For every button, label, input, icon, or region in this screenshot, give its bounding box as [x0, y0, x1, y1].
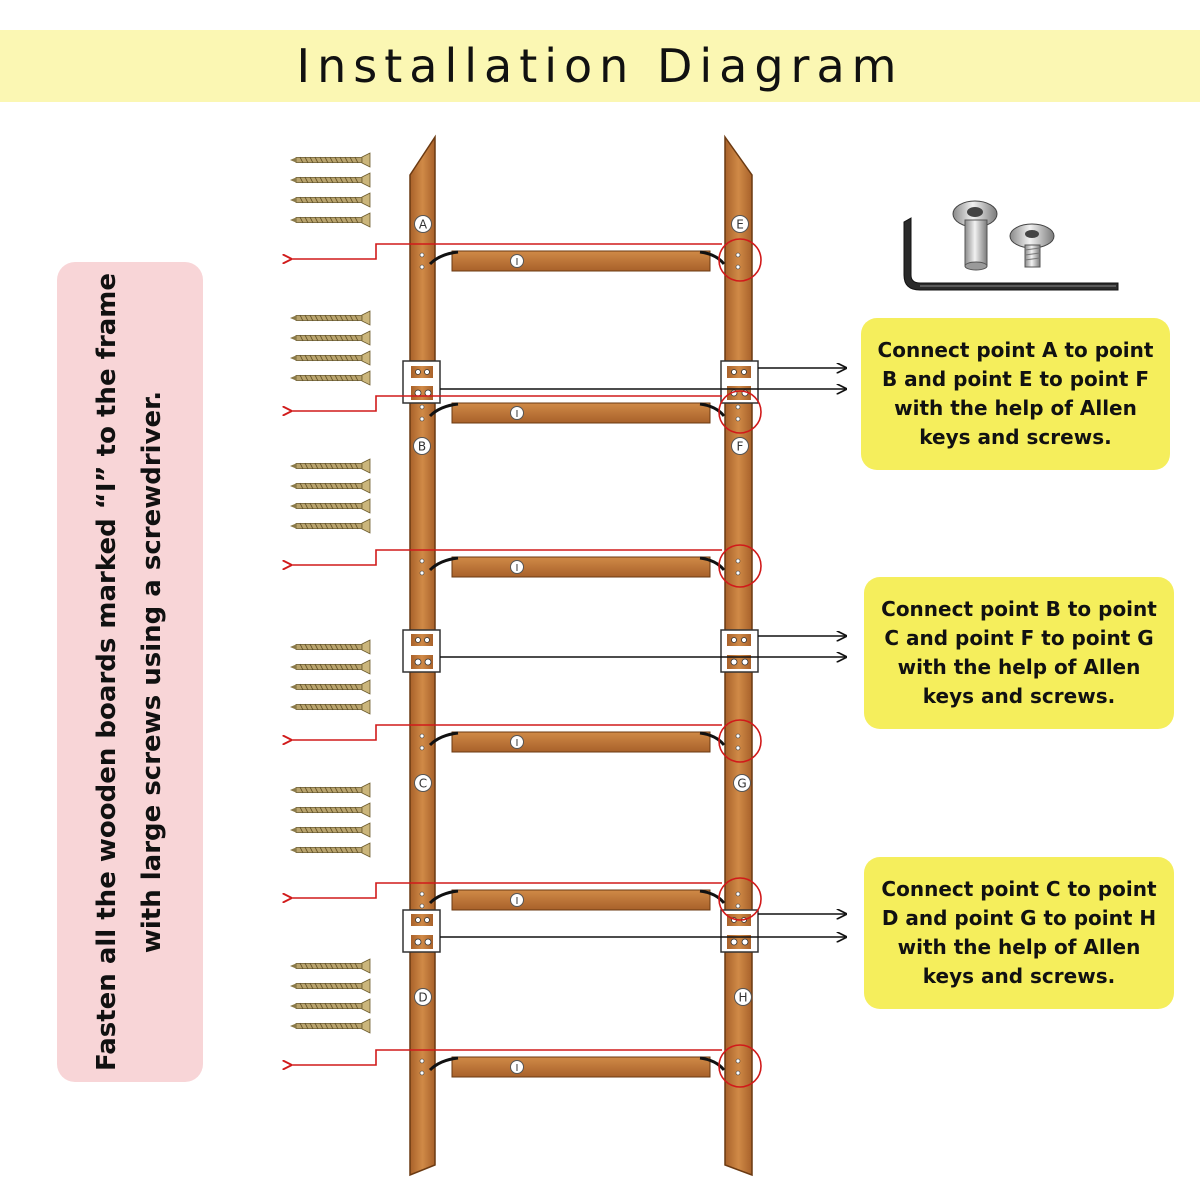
screw-icon [290, 822, 371, 838]
screw-icon [290, 212, 371, 228]
svg-text:D: D [418, 991, 427, 1005]
board-label-i: I [510, 254, 524, 268]
rail-joint-cd [402, 909, 759, 953]
screw-icon [290, 458, 371, 474]
rung-board-2: I [290, 390, 762, 434]
rail-joint-ab [402, 360, 759, 404]
screw-icon [290, 782, 371, 798]
screw-icon [290, 370, 371, 386]
screw-icon [290, 802, 371, 818]
svg-text:I: I [516, 896, 519, 907]
allen-key-icon [903, 217, 1119, 291]
board-label-i: I [510, 1060, 524, 1074]
screw-group-4 [290, 639, 371, 715]
rung-board-1: I [290, 238, 762, 282]
point-marker-g: G [733, 774, 751, 792]
rung-board-3: I [290, 544, 762, 588]
screw-icon [290, 659, 371, 675]
callout-ab-ef: Connect point A to point B and point E t… [861, 318, 1170, 470]
screw-icon [290, 978, 371, 994]
rungs: I I I I I I [290, 238, 762, 1088]
svg-text:F: F [737, 440, 744, 454]
screw-icon [290, 350, 371, 366]
screw-icon [290, 498, 371, 514]
callout-cd-gh: Connect point C to point D and point G t… [864, 857, 1174, 1009]
point-marker-h: H [734, 988, 752, 1006]
board-label-i: I [510, 406, 524, 420]
screw-icon [290, 679, 371, 695]
screw-icon [290, 310, 371, 326]
rung-board-4: I [290, 719, 762, 763]
svg-text:I: I [516, 257, 519, 268]
point-marker-f: F [731, 437, 749, 455]
svg-text:C: C [419, 777, 427, 791]
board-label-i: I [510, 893, 524, 907]
svg-text:H: H [738, 991, 747, 1005]
board-label-i: I [510, 560, 524, 574]
screw-icon [290, 639, 371, 655]
page-title: Installation Diagram [296, 39, 904, 93]
side-instruction-panel [57, 262, 203, 1082]
bolt-icon [1009, 223, 1055, 268]
barrel-nut-icon [952, 200, 998, 271]
svg-text:G: G [737, 777, 746, 791]
svg-text:B: B [418, 440, 426, 454]
svg-text:I: I [516, 738, 519, 749]
board-label-i: I [510, 735, 524, 749]
callout-cd-gh-text: Connect point C to point D and point G t… [881, 877, 1157, 988]
rail-joint-bc [402, 629, 759, 673]
screw-group-6 [290, 958, 371, 1034]
screw-groups [290, 152, 371, 1034]
svg-text:I: I [516, 1063, 519, 1074]
point-marker-c: C [414, 774, 432, 792]
callout-bc-fg: Connect point B to point C and point F t… [864, 577, 1174, 729]
screw-group-1 [290, 152, 371, 228]
screw-group-5 [290, 782, 371, 858]
svg-text:I: I [516, 563, 519, 574]
point-marker-e: E [731, 215, 749, 233]
point-marker-a: A [414, 215, 432, 233]
callout-ab-ef-text: Connect point A to point B and point E t… [877, 338, 1154, 449]
callout-bc-fg-text: Connect point B to point C and point F t… [881, 597, 1157, 708]
screw-icon [290, 478, 371, 494]
point-marker-d: D [414, 988, 432, 1006]
screw-icon [290, 192, 371, 208]
svg-text:I: I [516, 409, 519, 420]
screw-icon [290, 518, 371, 534]
screw-group-3 [290, 458, 371, 534]
screw-icon [290, 842, 371, 858]
screw-icon [290, 998, 371, 1014]
title-band: Installation Diagram [0, 30, 1200, 102]
screw-icon [290, 699, 371, 715]
screw-icon [290, 330, 371, 346]
joint-arrows [440, 368, 845, 937]
svg-text:E: E [736, 218, 744, 232]
rung-board-5: I [290, 877, 762, 921]
screw-group-2 [290, 310, 371, 386]
point-marker-b: B [413, 437, 431, 455]
screw-icon [290, 152, 371, 168]
rung-board-6: I [290, 1044, 762, 1088]
point-markers: A B C D E F G H [413, 215, 752, 1006]
screw-icon [290, 172, 371, 188]
screw-icon [290, 1018, 371, 1034]
screw-icon [290, 958, 371, 974]
svg-text:A: A [419, 218, 428, 232]
